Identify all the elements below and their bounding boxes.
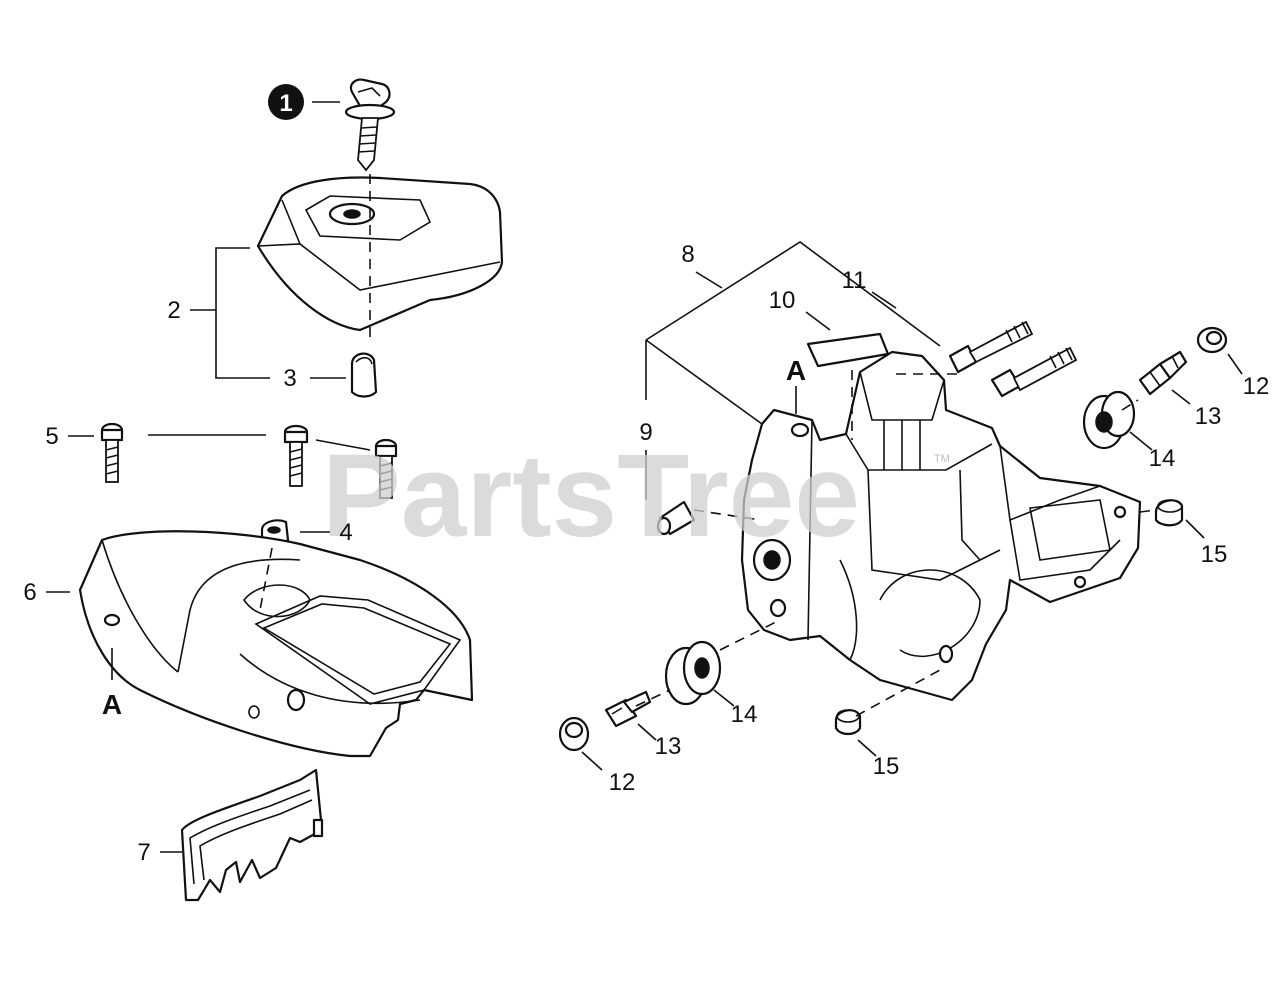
part-7-filter-plate[interactable]: [180, 768, 324, 902]
reference-a-left: A: [102, 689, 122, 720]
callout-9: 9: [639, 419, 652, 446]
part-2-top-cover[interactable]: [256, 176, 504, 332]
callout-14-right: 14: [1149, 445, 1176, 472]
callout-15-bottom: 15: [873, 753, 900, 780]
callout-12-bottom: 12: [609, 769, 636, 796]
part-13-fitting-bottom[interactable]: [604, 690, 652, 728]
part-15-plug-right[interactable]: [1154, 499, 1184, 527]
part-5-screw-middle[interactable]: [283, 424, 309, 487]
callout-labels: 2 3 4 5 6 7 8 9 10 11 12 13 14 15 12 13 …: [23, 241, 1269, 866]
part-11-bolt-lower[interactable]: [990, 346, 1078, 398]
dashed-alignment-lines: [259, 174, 1157, 717]
part-1-cover-knob[interactable]: [344, 78, 396, 172]
callout-3: 3: [283, 365, 296, 392]
part-12-grommet-right[interactable]: [1196, 326, 1228, 354]
callout-15-right: 15: [1201, 541, 1228, 568]
part-11-bolt-upper[interactable]: [948, 320, 1034, 374]
part-14-mount-bottom[interactable]: [664, 640, 722, 706]
callout-1-badge: 1: [268, 84, 304, 120]
part-5-screw-left[interactable]: [100, 422, 124, 483]
callout-13-bottom: 13: [655, 733, 682, 760]
callout-7: 7: [137, 839, 150, 866]
leader-lines: [46, 101, 1243, 853]
trademark-text: TM: [934, 453, 950, 465]
reference-a-right: A: [786, 355, 806, 386]
part-12-grommet-bottom[interactable]: [558, 716, 590, 752]
callout-11: 11: [842, 267, 867, 294]
callout-10: 10: [769, 287, 796, 314]
watermark: PartsTree TM: [322, 430, 950, 562]
reference-marks: A A: [102, 355, 806, 720]
part-5-screw-right[interactable]: [374, 438, 398, 499]
part-3-cap[interactable]: [350, 352, 378, 398]
part-6-main-cover[interactable]: [78, 530, 474, 758]
callout-2: 2: [167, 297, 180, 324]
callout-14-bottom: 14: [731, 701, 758, 728]
callout-12-right: 12: [1243, 373, 1270, 400]
callout-13-right: 13: [1195, 403, 1222, 430]
watermark-text: PartsTree: [322, 430, 860, 562]
crankcase-body[interactable]: [740, 350, 1142, 702]
callout-1: 1: [279, 90, 292, 117]
callout-5: 5: [45, 423, 58, 450]
callout-6: 6: [23, 579, 36, 606]
part-9-plug[interactable]: [656, 500, 696, 536]
callout-8: 8: [681, 241, 694, 268]
part-14-mount-right[interactable]: [1082, 390, 1136, 450]
callout-4: 4: [339, 519, 352, 546]
part-13-fitting-right[interactable]: [1138, 350, 1188, 396]
part-15-plug-bottom[interactable]: [834, 709, 862, 736]
